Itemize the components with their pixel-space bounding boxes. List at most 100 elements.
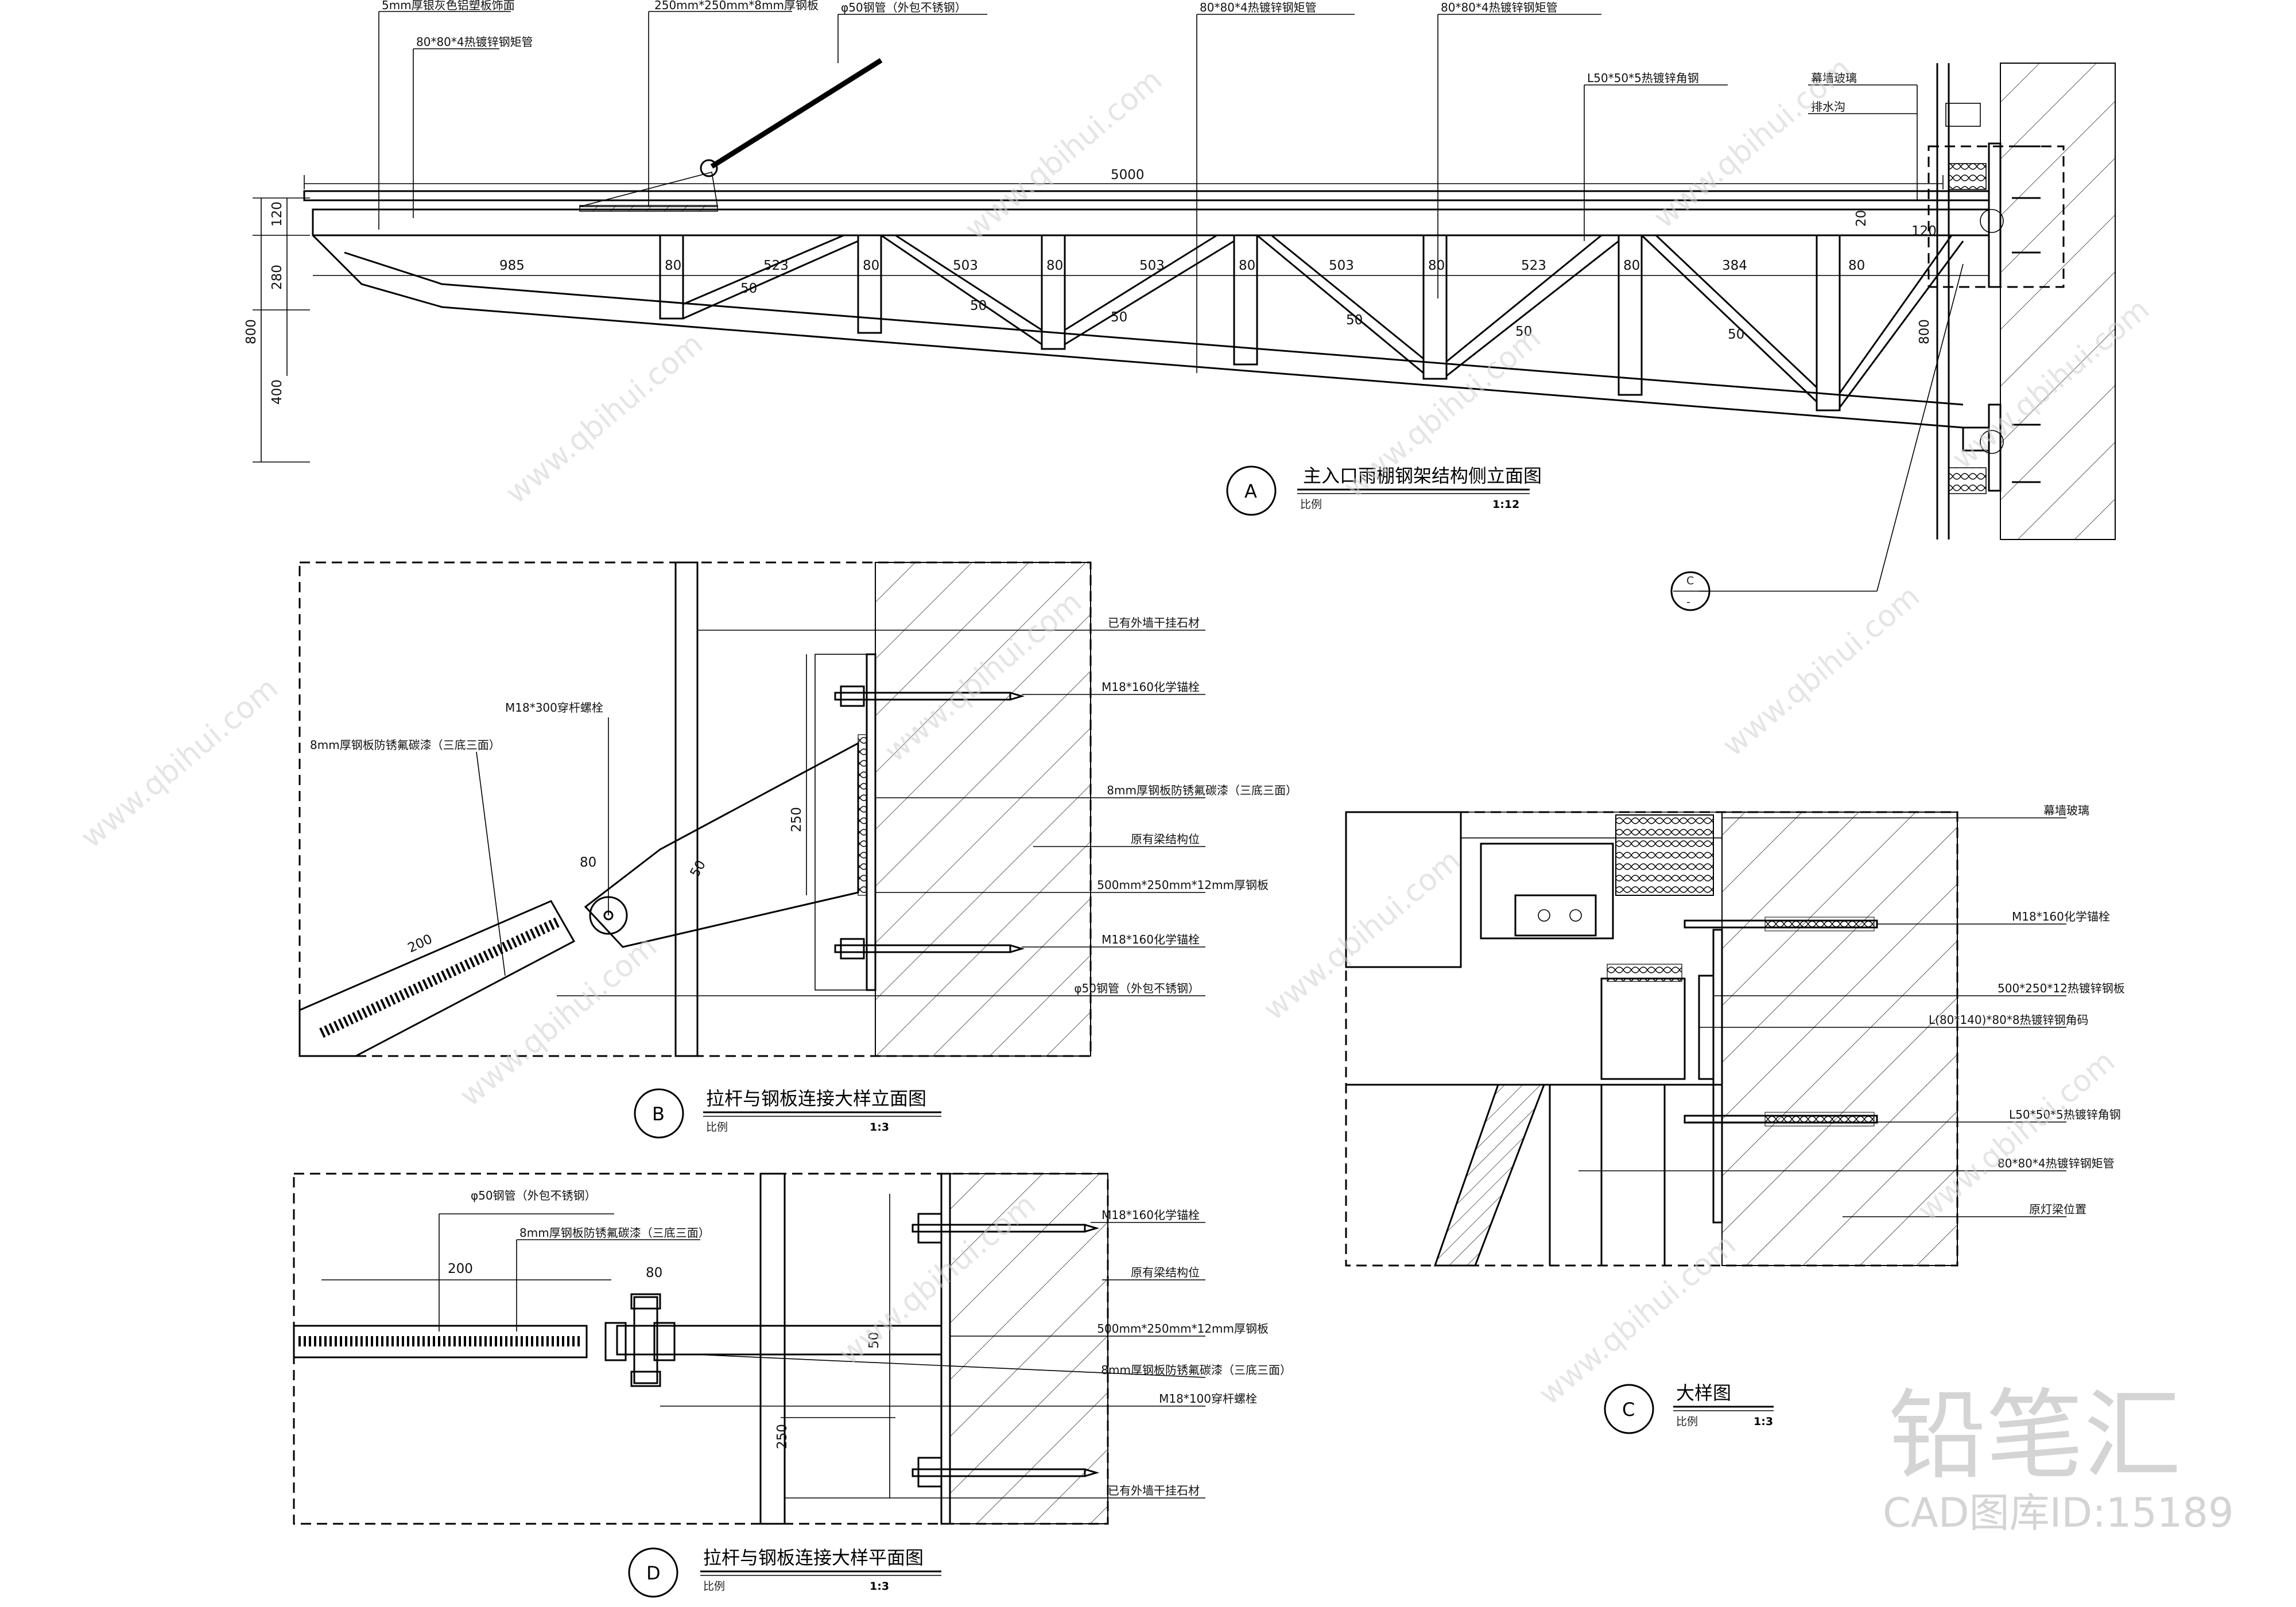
stone-cladding-d	[759, 1173, 786, 1525]
steel-plate-d	[940, 1173, 951, 1525]
svg-text:250mm*250mm*8mm厚钢板: 250mm*250mm*8mm厚钢板	[654, 0, 819, 12]
svg-text:80*80*4热镀锌钢矩管: 80*80*4热镀锌钢矩管	[1200, 1, 1317, 14]
view-c-title: 大样图	[1676, 1382, 1731, 1404]
svg-text:原灯梁位置: 原灯梁位置	[2029, 1202, 2086, 1216]
view-d-labels: φ50钢管（外包不锈钢） 8mm厚钢板防锈氟碳漆（三底三面） M18*160化学…	[471, 1189, 1292, 1497]
svg-text:80: 80	[1848, 258, 1865, 273]
svg-text:φ50钢管（外包不锈钢）: φ50钢管（外包不锈钢）	[1074, 981, 1200, 995]
rod-d	[293, 1325, 588, 1358]
svg-text:20: 20	[1854, 210, 1869, 227]
top-plate	[303, 190, 1990, 201]
view-a-title: 主入口雨棚钢架结构侧立面图	[1303, 465, 1542, 487]
watermark-brand: 铅笔汇	[1888, 1379, 2181, 1493]
svg-text:503: 503	[1329, 258, 1354, 273]
svg-text:5mm厚银灰色铝塑板饰面: 5mm厚银灰色铝塑板饰面	[382, 0, 515, 12]
svg-text:80*80*4热镀锌钢矩管: 80*80*4热镀锌钢矩管	[1441, 1, 1558, 14]
svg-text:503: 503	[1139, 258, 1165, 273]
view-c-badge	[1604, 1384, 1654, 1434]
dim-diagonal-labels: 50 50 50 50 50 50	[740, 281, 1744, 342]
svg-text:原有梁结构位: 原有梁结构位	[1131, 1266, 1200, 1279]
svg-text:400: 400	[270, 379, 285, 405]
view-a-canopy-elevation: 5000 985 80 523 80 503 80 503 80 503 80 …	[244, 0, 2116, 611]
svg-text:50: 50	[740, 281, 757, 296]
view-b-leaders	[476, 630, 1205, 996]
view-c-leaders	[1578, 817, 2066, 1217]
svg-text:排水沟: 排水沟	[1811, 100, 1845, 114]
top-beam	[312, 208, 1990, 236]
svg-text:φ50钢管（外包不锈钢）: φ50钢管（外包不锈钢）	[841, 1, 967, 14]
svg-text:φ50钢管（外包不锈钢）: φ50钢管（外包不锈钢）	[471, 1189, 596, 1202]
svg-text:50: 50	[1111, 310, 1127, 325]
gusset-d	[616, 1325, 943, 1356]
existing-wall	[2000, 63, 2116, 540]
svg-text:80: 80	[580, 855, 596, 870]
svg-text:L(80*140)*80*8热镀锌钢角码: L(80*140)*80*8热镀锌钢角码	[1929, 1013, 2089, 1027]
svg-text:B: B	[652, 1103, 665, 1125]
svg-text:M18*160化学锚栓: M18*160化学锚栓	[1102, 680, 1200, 694]
anchor-bolts-d	[912, 1213, 1100, 1488]
svg-text:80: 80	[1046, 258, 1063, 273]
svg-text:250: 250	[775, 1424, 790, 1449]
view-c-detail: 幕墙玻璃 M18*160化学锚栓 500*250*12热镀锌钢板 L(80*14…	[1345, 804, 2125, 1434]
svg-text:M18*160化学锚栓: M18*160化学锚栓	[1102, 933, 1200, 946]
svg-text:比例: 比例	[706, 1121, 728, 1134]
svg-text:8mm厚钢板防锈氟碳漆（三底三面）: 8mm厚钢板防锈氟碳漆（三底三面）	[1101, 1363, 1292, 1377]
watermark-cad-id: CAD图库ID:15189	[1883, 1489, 2233, 1536]
gusset-plate-b	[584, 742, 859, 948]
svg-text:50: 50	[970, 298, 987, 313]
svg-text:www.qbihui.com: www.qbihui.com	[1257, 843, 1467, 1027]
view-c-labels: 幕墙玻璃 M18*160化学锚栓 500*250*12热镀锌钢板 L(80*14…	[1929, 804, 2125, 1216]
svg-text:幕墙玻璃: 幕墙玻璃	[2043, 804, 2089, 817]
section-marker-c: C -	[1670, 571, 1711, 611]
view-b-rod-plate-elevation: 250 80 50 200 已有外墙干挂石材 M18*160化学锚栓 8mm厚钢…	[298, 561, 1297, 1139]
rod-b	[298, 900, 576, 1057]
svg-text:503: 503	[953, 258, 978, 273]
view-a-title-block: A 主入口雨棚钢架结构侧立面图 比例 1:12	[1226, 465, 1542, 516]
svg-text:500*250*12热镀锌钢板: 500*250*12热镀锌钢板	[1998, 981, 2125, 995]
svg-text:80: 80	[646, 1266, 662, 1280]
svg-text:50: 50	[1728, 327, 1744, 342]
dim-left-heights	[253, 197, 310, 463]
svg-text:80*80*4热镀锌钢矩管: 80*80*4热镀锌钢矩管	[416, 35, 533, 49]
svg-text:M18*160化学锚栓: M18*160化学锚栓	[2012, 910, 2110, 923]
svg-text:M18*100穿杆螺栓: M18*100穿杆螺栓	[1159, 1392, 1257, 1406]
view-a-badge	[1226, 465, 1277, 516]
svg-text:www.qbihui.com: www.qbihui.com	[75, 671, 285, 855]
svg-text:50: 50	[1346, 313, 1363, 328]
view-b-badge	[634, 1088, 684, 1139]
svg-text:985: 985	[499, 258, 525, 273]
svg-text:原有梁结构位: 原有梁结构位	[1131, 832, 1200, 846]
concrete-beam-b	[875, 562, 1091, 1057]
view-c-title-block: C 大样图 比例 1:3	[1604, 1382, 1774, 1434]
svg-text:M18*160化学锚栓: M18*160化学锚栓	[1102, 1208, 1200, 1222]
svg-text:A: A	[1244, 480, 1257, 502]
svg-text:比例: 比例	[1676, 1415, 1698, 1428]
svg-text:已有外墙干挂石材: 已有外墙干挂石材	[1108, 1484, 1200, 1497]
svg-text:比例: 比例	[703, 1580, 725, 1593]
svg-text:80: 80	[1623, 258, 1640, 273]
svg-text:1:3: 1:3	[870, 1121, 889, 1134]
view-d-badge	[628, 1547, 678, 1598]
svg-text:800: 800	[1917, 319, 1932, 344]
view-d-title: 拉杆与钢板连接大样平面图	[703, 1547, 924, 1569]
svg-text:1:12: 1:12	[1492, 498, 1519, 511]
svg-text:1:3: 1:3	[870, 1580, 889, 1593]
view-d-title-block: D 拉杆与钢板连接大样平面图 比例 1:3	[628, 1547, 941, 1598]
tie-rod	[710, 58, 883, 169]
svg-text:C: C	[1622, 1399, 1635, 1420]
svg-text:比例: 比例	[1300, 498, 1322, 511]
svg-text:www.qbihui.com: www.qbihui.com	[959, 63, 1169, 247]
svg-text:250: 250	[789, 807, 804, 832]
svg-text:800: 800	[244, 319, 259, 344]
anchor-bolts-b	[834, 685, 1025, 960]
svg-text:200: 200	[406, 931, 435, 956]
view-a-leaders	[378, 11, 1964, 592]
svg-text:523: 523	[763, 258, 789, 273]
bottom-chord-inner	[344, 251, 1964, 406]
svg-text:已有外墙干挂石材: 已有外墙干挂石材	[1108, 616, 1200, 630]
truss-diagonals	[682, 234, 1964, 408]
svg-text:8mm厚钢板防锈氟碳漆（三底三面）: 8mm厚钢板防锈氟碳漆（三底三面）	[519, 1226, 710, 1240]
tie-rod-pin	[700, 159, 718, 177]
dim-overall-text: 5000	[1111, 168, 1145, 183]
